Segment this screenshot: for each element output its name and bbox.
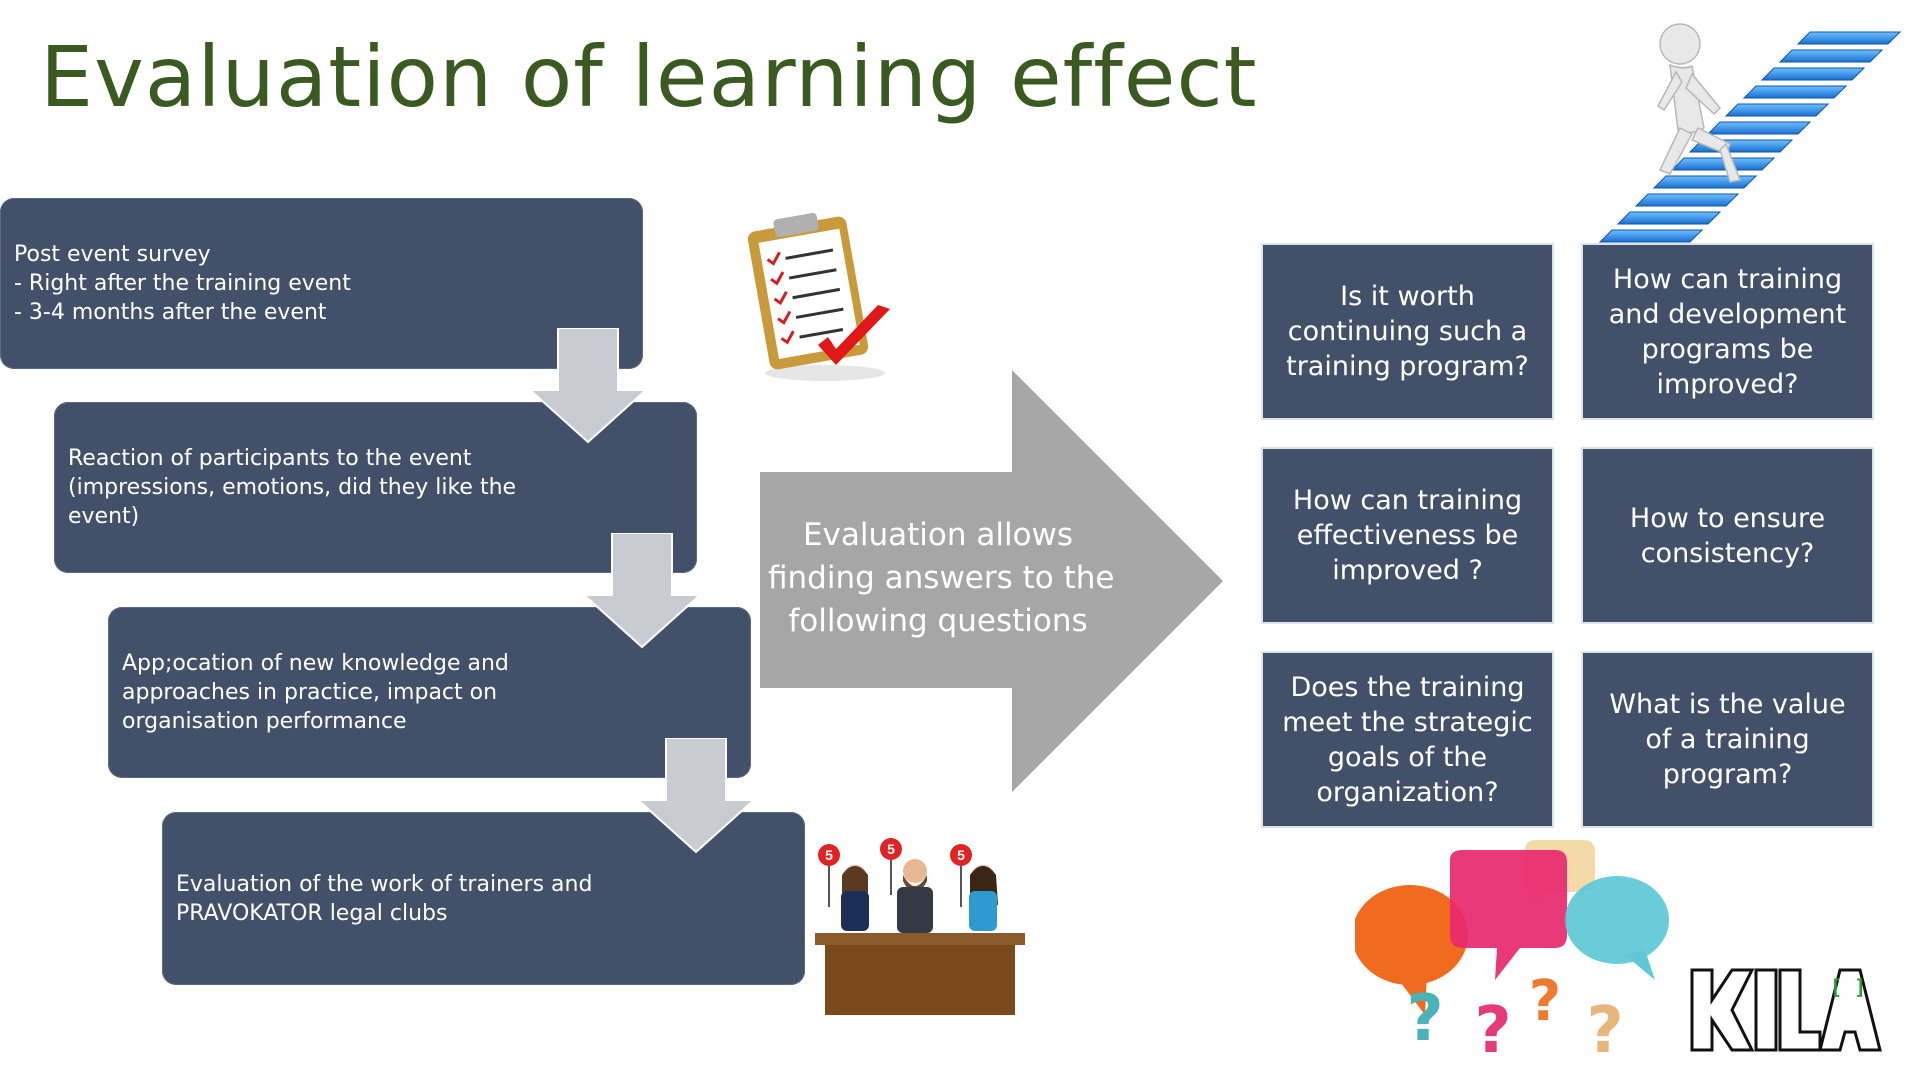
step-line: event) [68,504,140,529]
step-line: PRAVOKATOR legal clubs [176,900,448,926]
right-arrow-icon [760,370,1223,792]
step-line: approaches in practice, impact on [122,680,498,705]
arrow-caption-line: Evaluation allows [802,517,1074,553]
step-line: App;ocation of new knowledge and [122,651,509,676]
step-line: organisation performance [122,709,407,734]
svg-text:?: ? [1406,982,1443,1056]
page-title: Evaluation of learning effect [40,28,1258,126]
judges-panel-icon: 5 5 5 [815,838,1025,1015]
question-box: Does the training meet the strategic goa… [1263,653,1552,826]
down-arrow-icon [582,533,702,649]
logo-mark: [ ] [1830,975,1866,999]
step-box-application: App;ocation of new knowledge and approac… [108,607,751,778]
down-arrow-icon [636,738,756,854]
question-box: How can training effectiveness be improv… [1263,449,1552,622]
speech-bubbles-icon: ? ? ? ? [1355,840,1669,1068]
score-label: 5 [825,847,833,863]
question-box: Is it worth continuing such a training p… [1263,245,1552,418]
question-box: How to ensure consistency? [1583,449,1872,622]
clipboard-checklist-icon [747,212,890,381]
question-box: What is the value of a training program? [1583,653,1872,826]
arrow-caption-line: following questions [788,603,1088,639]
score-label: 5 [887,841,895,857]
step-line: - 3-4 months after the event [14,300,327,325]
step-line: Reaction of participants to the event [68,446,472,471]
kila-logo: [ ] [1690,968,1882,1052]
down-arrow-icon [528,328,648,444]
question-box: How can training and development program… [1583,245,1872,418]
arrow-caption: Evaluation allows finding answers to the… [768,514,1115,643]
svg-text:?: ? [1474,994,1511,1068]
step-line: - Right after the training event [14,271,351,296]
step-line: Evaluation of the work of trainers and [176,871,593,897]
step-line: Post event survey [14,242,211,267]
person-climbing-stairs-icon [1598,23,1902,243]
score-label: 5 [957,847,965,863]
step-line: (impressions, emotions, did they like th… [68,475,517,500]
svg-text:?: ? [1529,969,1561,1034]
svg-text:?: ? [1586,994,1623,1068]
step-box-post-event-survey: Post event survey - Right after the trai… [0,198,643,369]
arrow-caption-line: finding answers to the [768,560,1115,596]
